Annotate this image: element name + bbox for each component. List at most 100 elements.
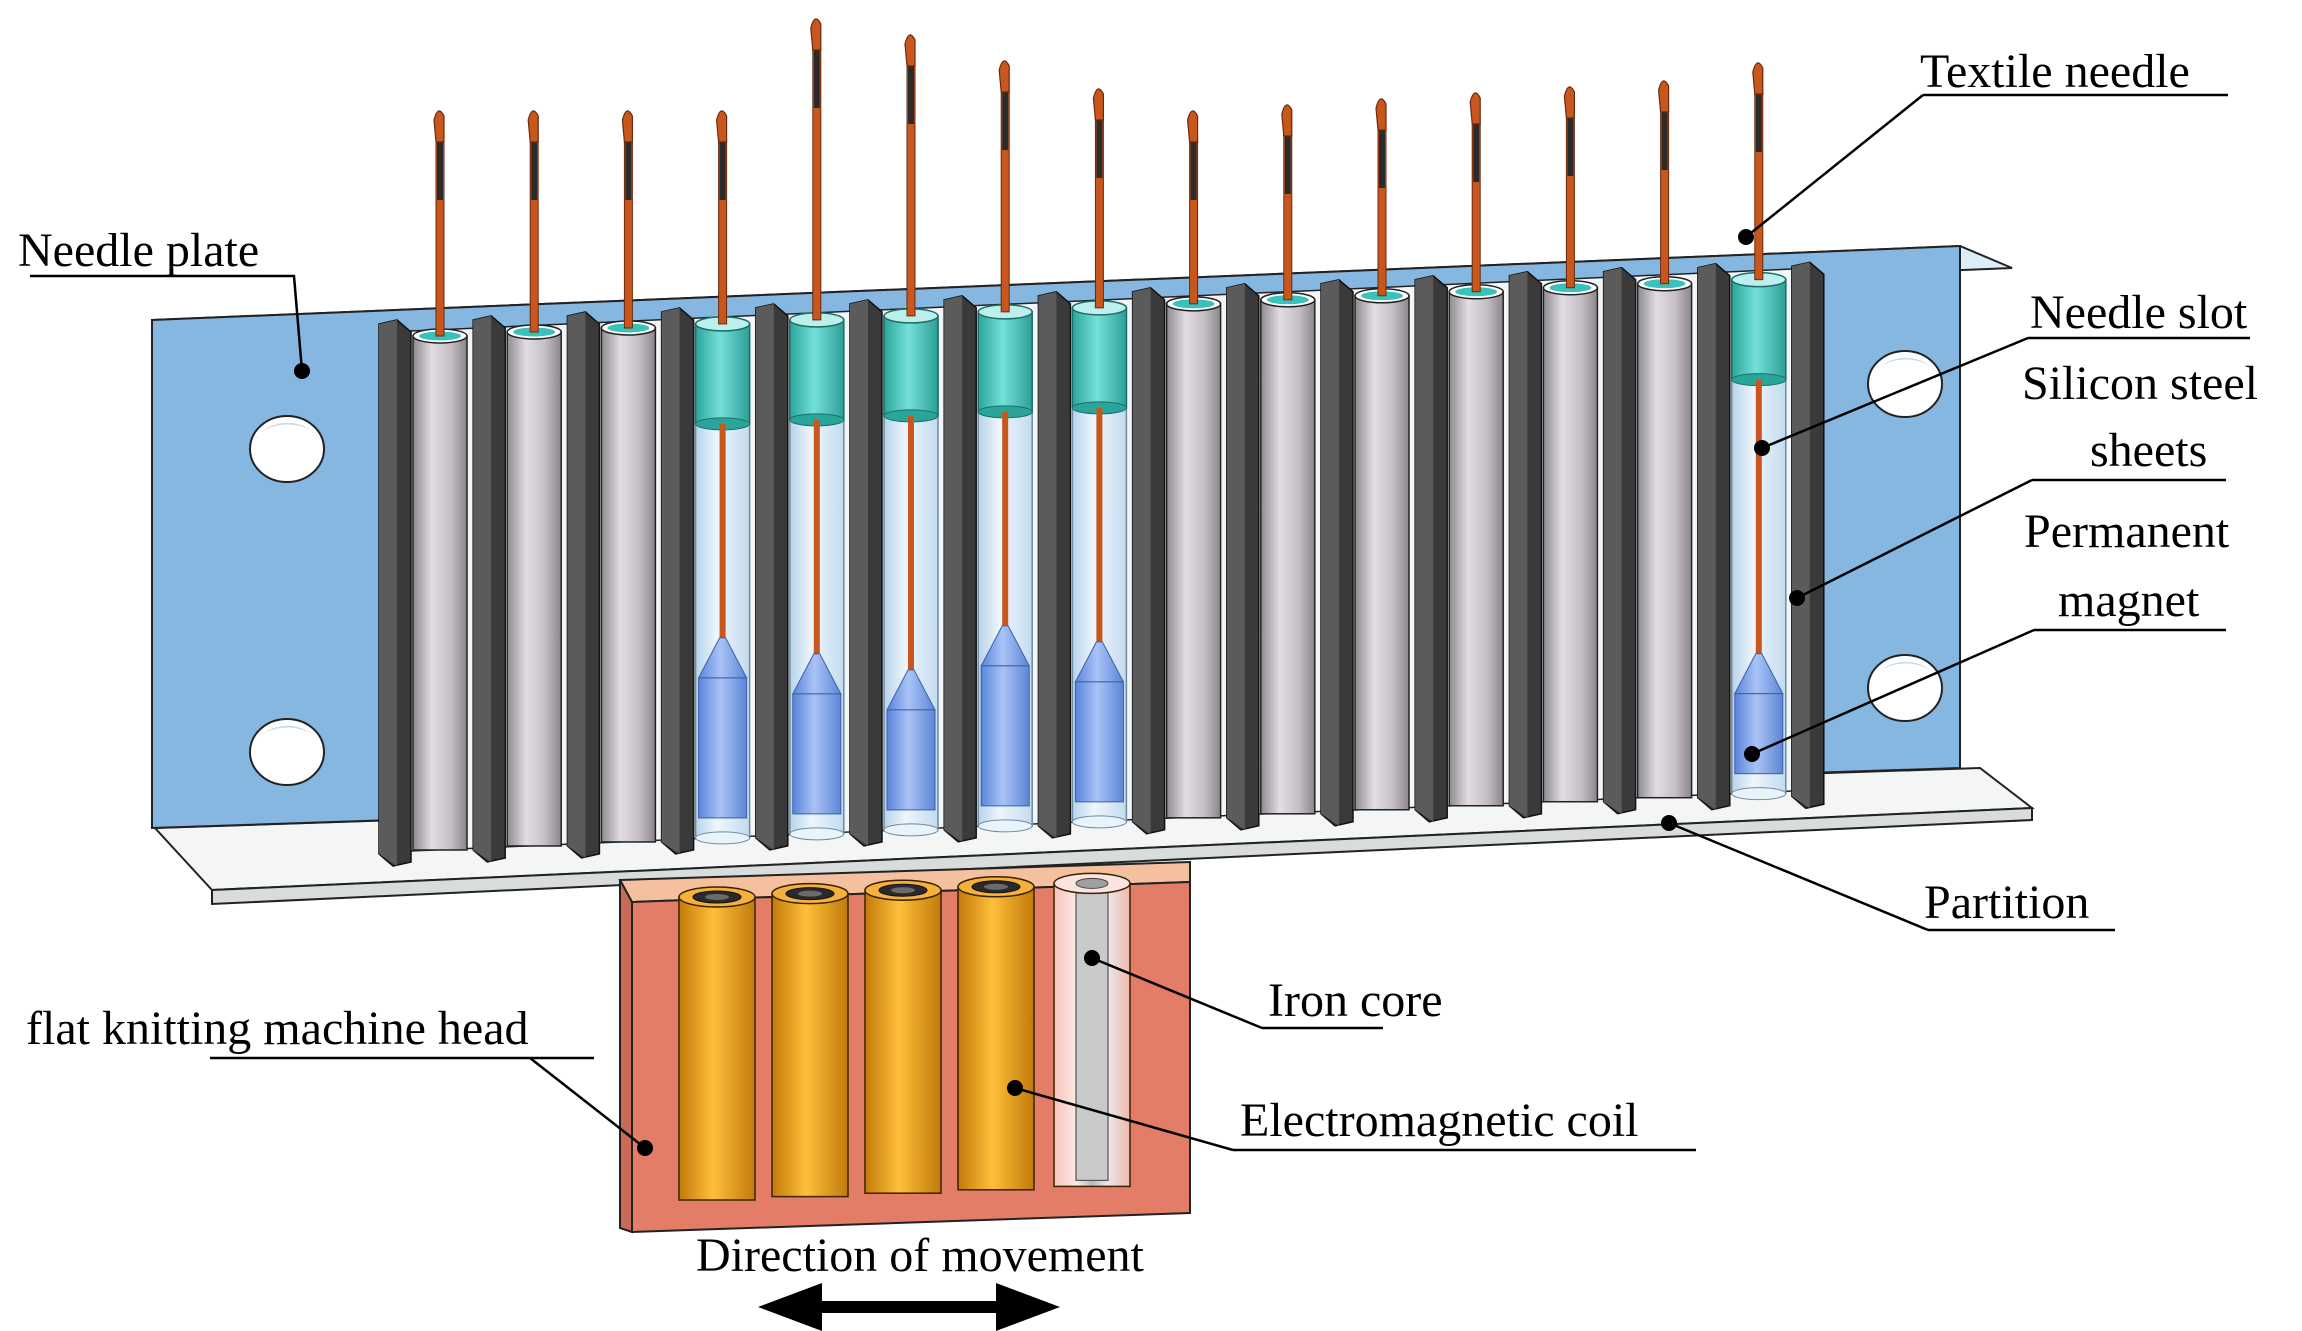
label-direction: Direction of movement xyxy=(696,1229,1145,1282)
label-iron-core: Iron core xyxy=(1268,974,1443,1027)
machine-head xyxy=(618,860,1191,1234)
coil-core-end xyxy=(705,894,729,900)
direction-arrow xyxy=(758,1283,1060,1331)
needle-slot xyxy=(566,110,657,859)
silicon-steel-sheet-face xyxy=(1791,262,1810,809)
electromagnetic-coil xyxy=(864,879,942,1194)
label-needle-plate: Needle plate xyxy=(18,224,259,277)
needle-shank xyxy=(1096,407,1103,642)
needle-tube xyxy=(412,335,468,851)
needle-slot xyxy=(660,110,751,855)
silicon-steel-sheet-face xyxy=(755,303,774,850)
needle-latch xyxy=(1284,134,1291,194)
needle-slot-cap xyxy=(694,323,751,425)
needle-hook xyxy=(904,34,916,67)
needle-hook xyxy=(1657,80,1670,113)
iron-core xyxy=(1075,882,1109,1182)
silicon-steel-sheet-face xyxy=(661,307,680,854)
silicon-steel-sheet-face xyxy=(473,315,492,862)
needle-slot xyxy=(1226,104,1316,831)
silicon-steel-sheet-face xyxy=(1509,271,1528,818)
permanent-magnet xyxy=(980,665,1030,807)
coil-core-end xyxy=(984,883,1008,890)
needle-slot-cap xyxy=(1731,278,1787,381)
needle-slot-cap xyxy=(1071,307,1128,409)
needle-tube-bottom xyxy=(789,827,845,841)
silicon-steel-sheet-face xyxy=(1321,279,1339,826)
needle-slot-cap xyxy=(789,319,845,421)
needle-tube xyxy=(1354,295,1410,811)
label-partition: Partition xyxy=(1924,876,2089,929)
needle-tube-bottom xyxy=(1071,815,1127,829)
needle-hook xyxy=(1281,104,1293,137)
needle-shank xyxy=(1002,411,1009,626)
silicon-steel-sheet-face xyxy=(1226,283,1245,830)
needle-latch xyxy=(1002,90,1009,150)
needle-latch xyxy=(437,140,443,200)
needle-tube xyxy=(1165,303,1222,819)
needle-slot xyxy=(1697,62,1787,811)
needle-latch xyxy=(813,48,820,108)
silicon-steel-sheet-face xyxy=(1603,267,1622,814)
needle-slot xyxy=(755,18,845,851)
needle-tube-bottom xyxy=(1731,787,1787,801)
needle-plate-assembly xyxy=(151,18,2035,906)
needle-slot xyxy=(1131,110,1222,835)
silicon-steel-sheet-face xyxy=(1697,263,1716,810)
coil-body xyxy=(957,886,1035,1191)
label-silicon-steel-2: sheets xyxy=(2090,424,2207,477)
coil-core-end xyxy=(891,887,915,894)
needle-tube-bottom xyxy=(695,831,751,845)
needle-slot xyxy=(1320,98,1410,827)
electromagnetic-coil xyxy=(678,886,756,1201)
silicon-steel-sheet-face xyxy=(944,295,963,842)
needle-shank xyxy=(908,415,914,670)
needle-hook xyxy=(1469,92,1481,125)
needle-tube xyxy=(1636,282,1693,799)
permanent-magnet xyxy=(698,677,748,819)
needle-slot xyxy=(378,110,468,867)
arrow-head-left xyxy=(758,1283,822,1331)
needle-latch xyxy=(1567,116,1574,176)
silicon-steel-sheet-face xyxy=(1038,291,1057,838)
needle-slots xyxy=(378,18,1825,867)
needle-slot-cap xyxy=(977,311,1033,413)
leader-dots xyxy=(294,229,1805,1156)
label-permanent-magnet-2: magnet xyxy=(2058,574,2200,627)
needle-tube xyxy=(1448,291,1504,807)
needle-tube xyxy=(1260,299,1316,815)
needle-shank xyxy=(1755,379,1762,654)
needle-latch xyxy=(625,140,632,200)
leaders xyxy=(30,93,2250,1152)
electromagnetic-coil xyxy=(771,882,849,1198)
needle-hook xyxy=(1752,62,1764,95)
needle-slot xyxy=(1037,88,1128,839)
permanent-magnet xyxy=(1074,681,1124,803)
needle-latch xyxy=(1755,92,1762,152)
label-silicon-steel-1: Silicon steel xyxy=(2022,357,2258,410)
needle-tube xyxy=(506,331,562,847)
needle-hook xyxy=(715,110,728,143)
coils xyxy=(678,872,1131,1201)
needle-latch xyxy=(719,140,726,200)
needle-hook xyxy=(1563,86,1575,119)
needle-latch xyxy=(1190,140,1197,200)
permanent-magnet xyxy=(886,709,936,811)
label-electromagnetic-coil: Electromagnetic coil xyxy=(1240,1094,1638,1147)
arrow-head-right xyxy=(996,1283,1060,1331)
needle-slot xyxy=(849,34,939,847)
needle-hook xyxy=(1092,88,1104,121)
label-machine-head: flat knitting machine head xyxy=(26,1002,529,1055)
silicon-steel-sheet-face xyxy=(1415,275,1434,822)
machine-head-body xyxy=(619,879,633,1234)
label-needle-slot: Needle slot xyxy=(2030,286,2248,339)
permanent-magnet xyxy=(1734,693,1784,775)
mount-hole xyxy=(249,415,325,483)
needle-tube-bottom xyxy=(883,823,939,837)
silicon-steel-sheet-face xyxy=(379,320,397,866)
needle-shank xyxy=(813,419,820,654)
coil-body xyxy=(678,896,756,1201)
label-textile-needle: Textile needle xyxy=(1920,45,2190,98)
